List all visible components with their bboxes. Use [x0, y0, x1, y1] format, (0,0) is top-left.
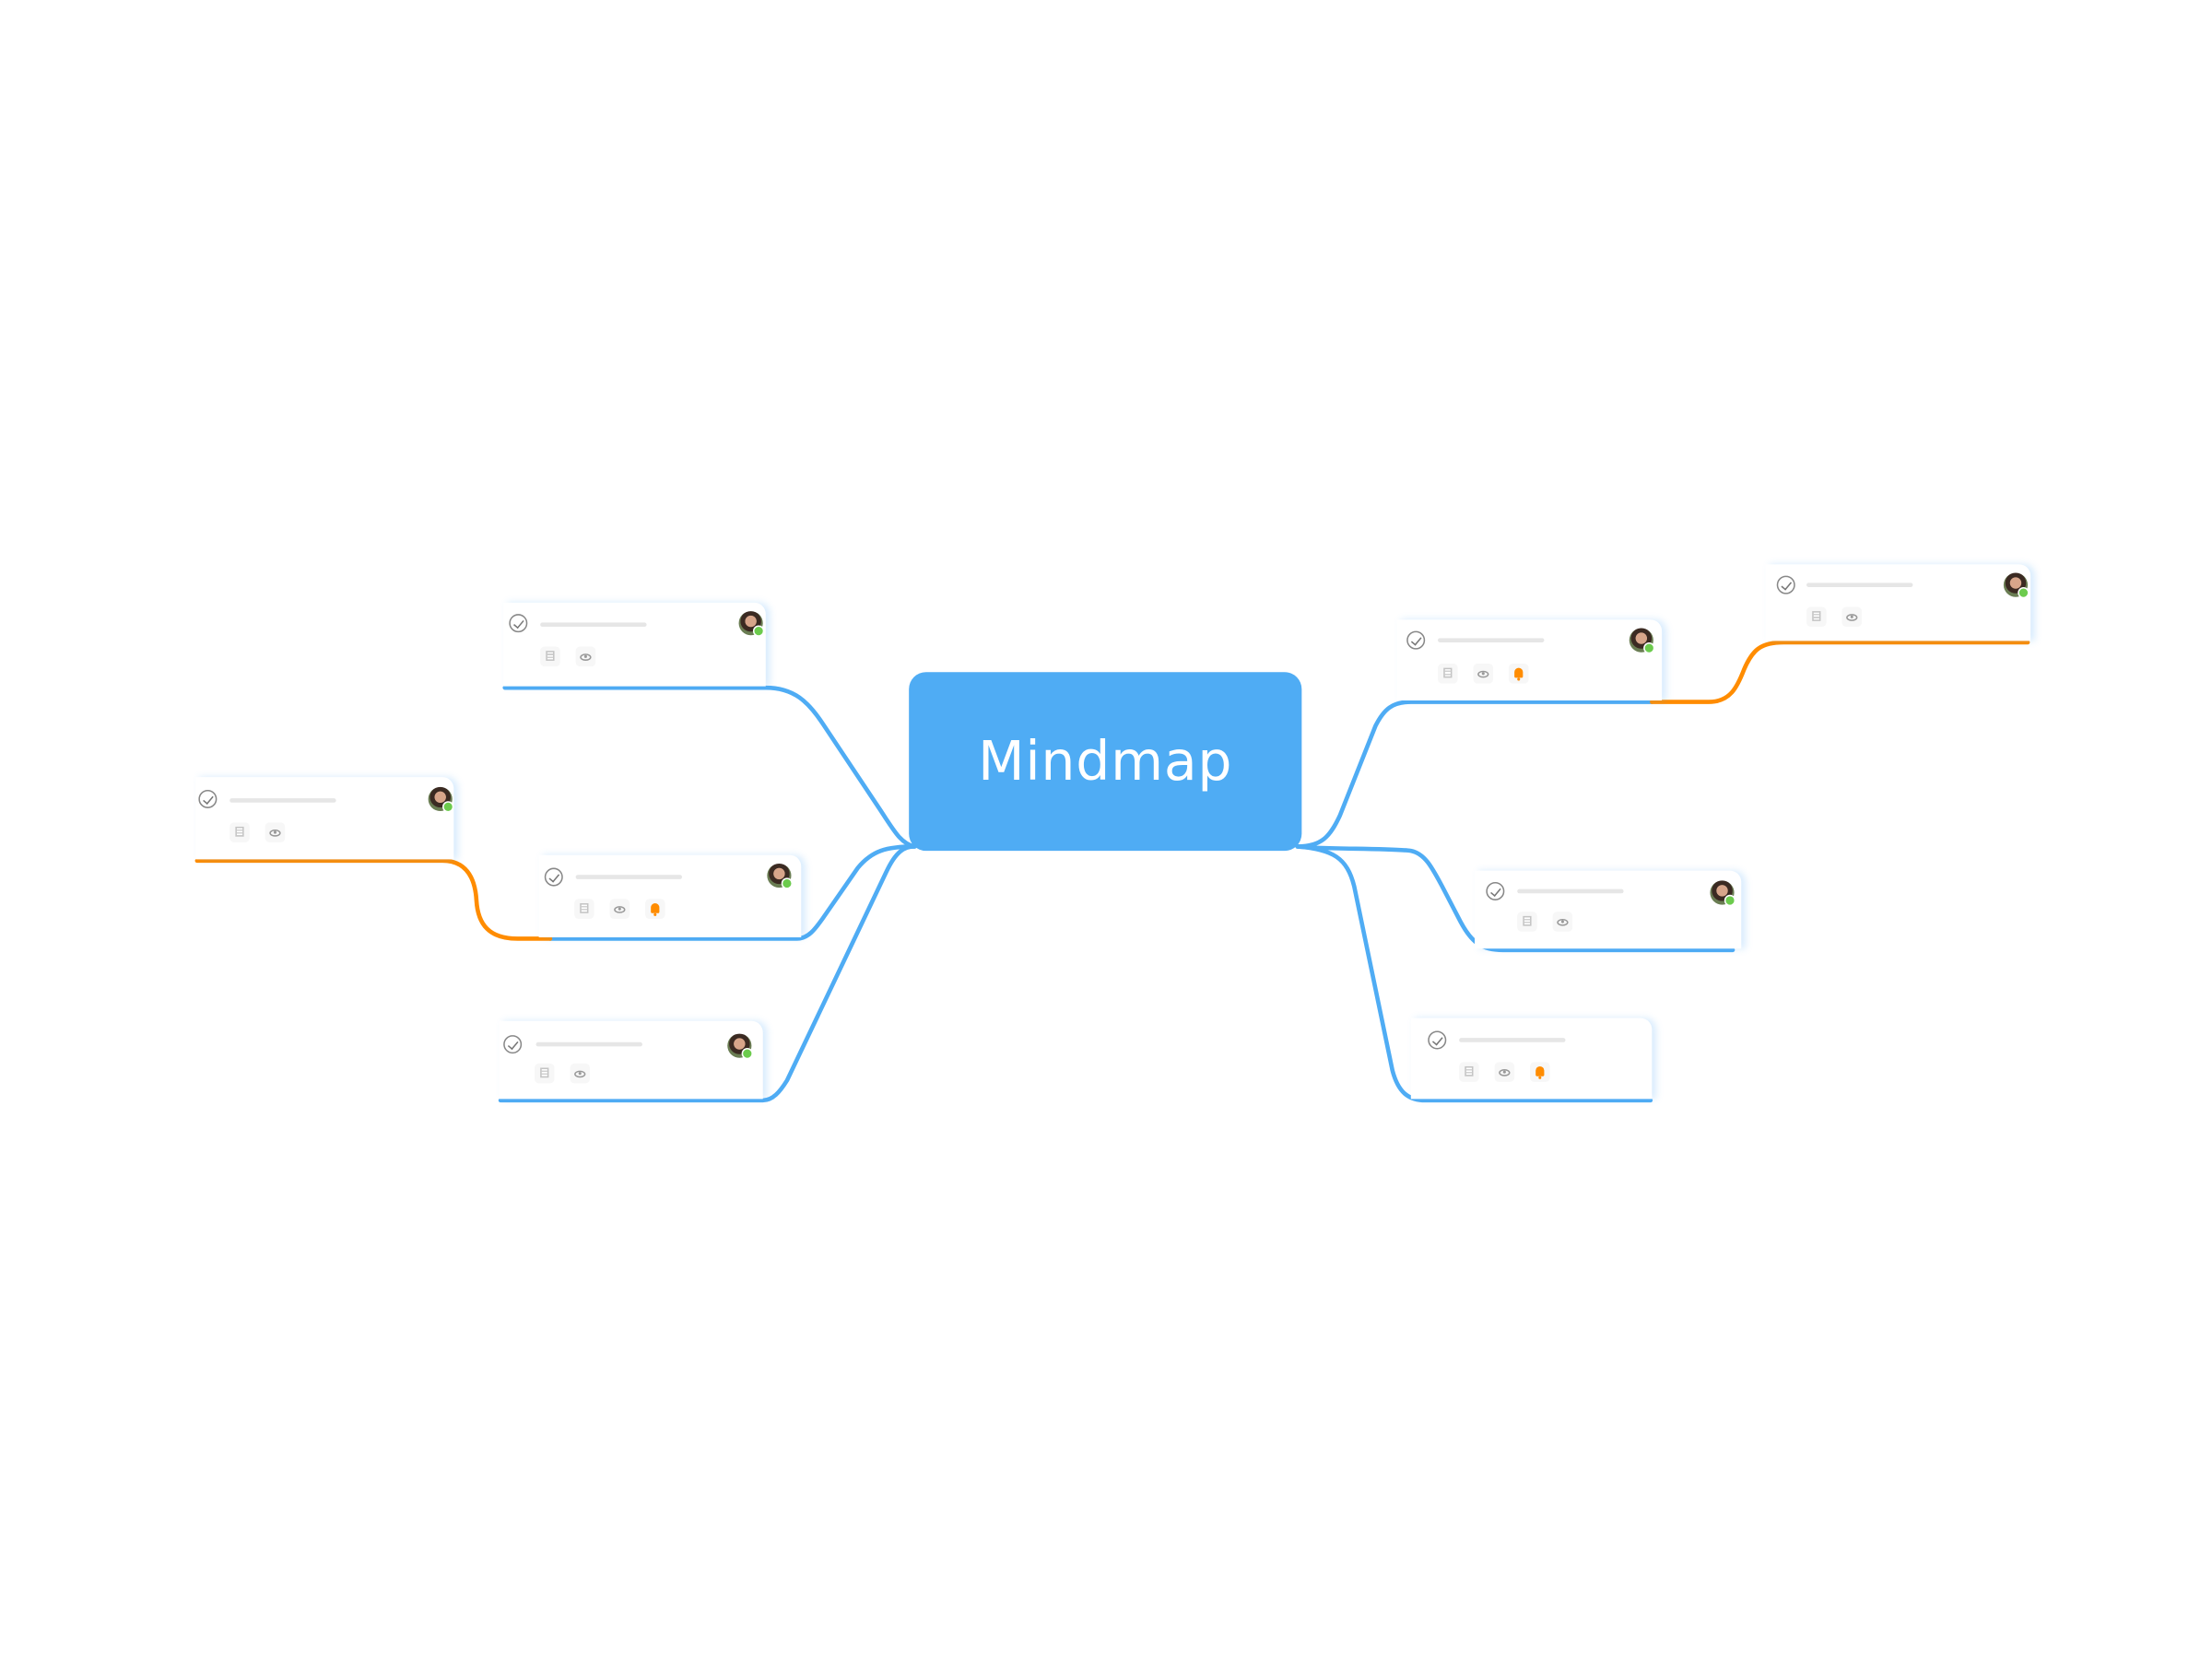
title-placeholder	[540, 622, 647, 628]
eye-icon[interactable]	[570, 1063, 591, 1084]
title-placeholder	[1517, 888, 1624, 894]
title-placeholder	[575, 875, 683, 879]
node-card-bottom-right[interactable]	[1410, 1018, 1653, 1100]
checkbox-icon[interactable]	[503, 1035, 523, 1054]
calendar-icon[interactable]	[1517, 912, 1537, 932]
avatar[interactable]	[2003, 572, 2030, 599]
eye-icon[interactable]	[1552, 912, 1573, 932]
node-card-far-left[interactable]	[195, 777, 454, 860]
eye-icon[interactable]	[1494, 1062, 1515, 1082]
connector-top-left	[502, 685, 917, 849]
connector-far-left	[194, 858, 553, 941]
node-card-far-right[interactable]	[1765, 564, 2031, 641]
eye-icon[interactable]	[575, 646, 596, 667]
eye-icon[interactable]	[1841, 606, 1863, 628]
node-card-top-left[interactable]	[503, 602, 766, 687]
title-placeholder	[1459, 1038, 1566, 1042]
title-placeholder	[229, 798, 336, 803]
title-placeholder	[535, 1041, 642, 1047]
calendar-icon[interactable]	[1459, 1062, 1479, 1082]
calendar-icon[interactable]	[535, 1063, 555, 1084]
central-topic-label: Mindmap	[978, 730, 1233, 794]
checkbox-icon[interactable]	[544, 867, 563, 887]
bell-icon[interactable]	[1508, 664, 1529, 684]
title-placeholder	[1806, 582, 1913, 587]
calendar-icon[interactable]	[574, 899, 594, 919]
calendar-icon[interactable]	[1438, 664, 1458, 684]
checkbox-icon[interactable]	[1406, 630, 1426, 650]
checkbox-icon[interactable]	[1776, 575, 1795, 594]
avatar[interactable]	[767, 863, 794, 889]
bell-icon[interactable]	[1530, 1062, 1550, 1082]
bell-icon[interactable]	[645, 899, 665, 919]
calendar-icon[interactable]	[229, 822, 250, 842]
checkbox-icon[interactable]	[1486, 881, 1505, 900]
eye-icon[interactable]	[265, 822, 286, 842]
avatar[interactable]	[738, 611, 765, 637]
calendar-icon[interactable]	[540, 646, 560, 667]
node-card-bottom-left[interactable]	[499, 1020, 763, 1100]
avatar[interactable]	[727, 1033, 753, 1060]
avatar[interactable]	[1710, 880, 1736, 907]
node-card-middle-left[interactable]	[538, 854, 802, 937]
title-placeholder	[1438, 638, 1545, 642]
avatar[interactable]	[1629, 628, 1655, 654]
connector-top-right	[1295, 700, 1654, 849]
central-topic[interactable]: Mindmap	[909, 672, 1302, 852]
connector-bottom-left	[498, 844, 917, 1103]
checkbox-icon[interactable]	[198, 789, 218, 808]
avatar[interactable]	[428, 786, 454, 813]
eye-icon[interactable]	[1473, 664, 1494, 684]
checkbox-icon[interactable]	[509, 614, 528, 633]
connector-far-right	[1650, 640, 2030, 704]
eye-icon[interactable]	[609, 899, 630, 919]
calendar-icon[interactable]	[1806, 606, 1827, 628]
node-card-middle-right[interactable]	[1475, 870, 1742, 949]
checkbox-icon[interactable]	[1428, 1030, 1447, 1050]
node-card-top-right[interactable]	[1396, 619, 1663, 701]
connector-middle-left	[547, 844, 917, 941]
